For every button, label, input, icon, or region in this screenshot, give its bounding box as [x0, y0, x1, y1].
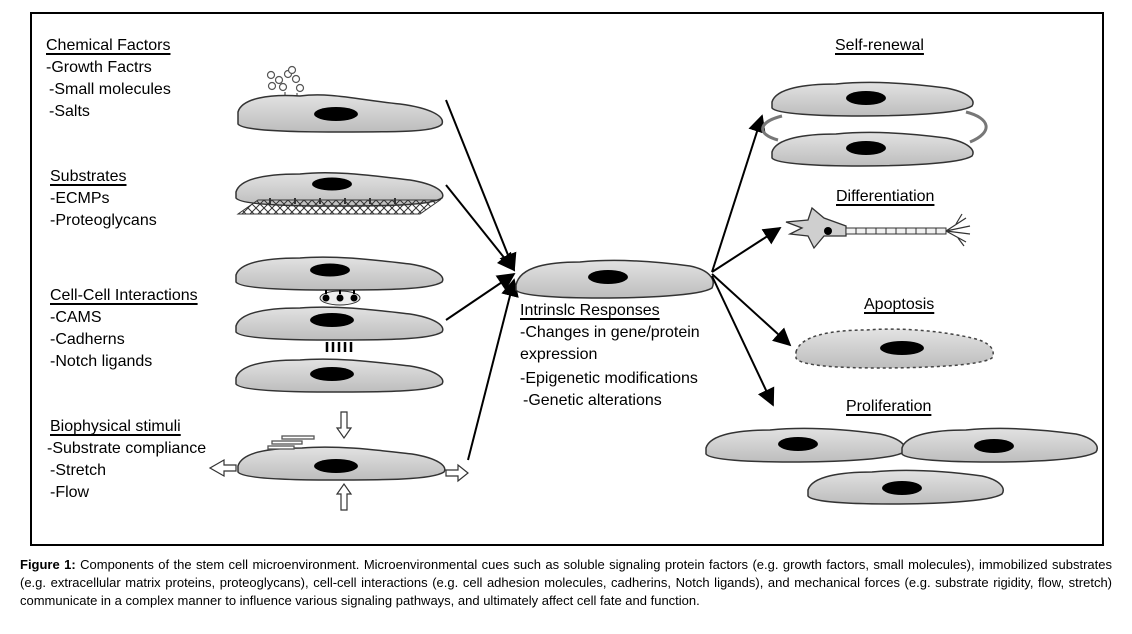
chemical-item: -Salts — [49, 103, 90, 120]
nucleus-icon — [314, 107, 358, 121]
biophysical-block: Biophysical stimuli -Substrate complianc… — [47, 416, 206, 504]
intrinsic-heading: Intrinslc Responses — [520, 302, 660, 319]
flow-lines-icon — [267, 435, 315, 450]
cell-cell-block: Cell-Cell Interactions -CAMS -Cadherns -… — [50, 285, 198, 373]
differentiation-label: Differentiation — [836, 188, 935, 205]
biophysical-heading: Biophysical stimuli — [50, 418, 181, 435]
chemical-factors-block: Chemical Factors -Growth Factrs -Small m… — [46, 35, 171, 123]
biophysical-item: -Substrate compliance — [47, 440, 207, 457]
stretch-arrow-icon — [208, 458, 469, 483]
apoptosis-label: Apoptosis — [864, 296, 935, 313]
substrate-cell — [235, 171, 444, 215]
biophysical-item: -Flow — [50, 484, 90, 501]
proliferation-label: Proliferation — [846, 398, 932, 415]
substrates-block: Substrates -ECMPs -Proteoglycans — [50, 166, 157, 232]
chemical-cell — [237, 65, 444, 133]
renewal-loop-icon — [761, 110, 988, 144]
intrinsic-item: -Changes in gene/protein — [520, 324, 700, 341]
self-renewal-label: Self-renewal — [835, 37, 924, 54]
chemical-factors-heading: Chemical Factors — [46, 37, 171, 54]
cell-cell-heading: Cell-Cell Interactions — [50, 287, 198, 304]
caption-text: Components of the stem cell microenviron… — [20, 557, 1112, 608]
apoptotic-cell — [795, 328, 994, 369]
biophysical-cell — [208, 411, 469, 511]
chemical-item: -Small molecules — [49, 81, 171, 98]
cell-cell-item: -CAMS — [50, 309, 102, 326]
self-renewal-cells — [761, 81, 988, 167]
ligand-cluster-icon — [266, 65, 305, 101]
cell-cell-stack — [235, 256, 444, 393]
intrinsic-item: expression — [520, 346, 598, 363]
compression-arrow-icon — [335, 411, 353, 511]
intrinsic-item: -Epigenetic modifications — [520, 370, 698, 387]
figure-frame — [30, 12, 1104, 546]
central-cell — [515, 259, 714, 299]
chemical-item: -Growth Factrs — [46, 59, 152, 76]
output-arrows — [711, 114, 792, 407]
input-arrows — [445, 99, 519, 461]
cadherin-icon — [325, 342, 353, 352]
cam-icon — [319, 290, 361, 306]
intrinsic-item: -Genetic alterations — [523, 392, 662, 409]
axon-ticks-icon — [855, 228, 937, 234]
biophysical-item: -Stretch — [50, 462, 107, 479]
cell-cell-item: -Cadherns — [50, 331, 125, 348]
cell-cell-item: -Notch ligands — [50, 353, 153, 370]
neuron-icon — [785, 206, 971, 250]
intrinsic-block: Intrinslc Responses -Changes in gene/pro… — [520, 300, 700, 412]
proliferation-cells — [705, 427, 1098, 505]
figure-caption: Figure 1: Components of the stem cell mi… — [20, 556, 1112, 610]
substrates-item: -ECMPs — [50, 190, 110, 207]
caption-label: Figure 1: — [20, 557, 76, 572]
substrates-item: -Proteoglycans — [50, 212, 157, 229]
substrates-heading: Substrates — [50, 168, 127, 185]
